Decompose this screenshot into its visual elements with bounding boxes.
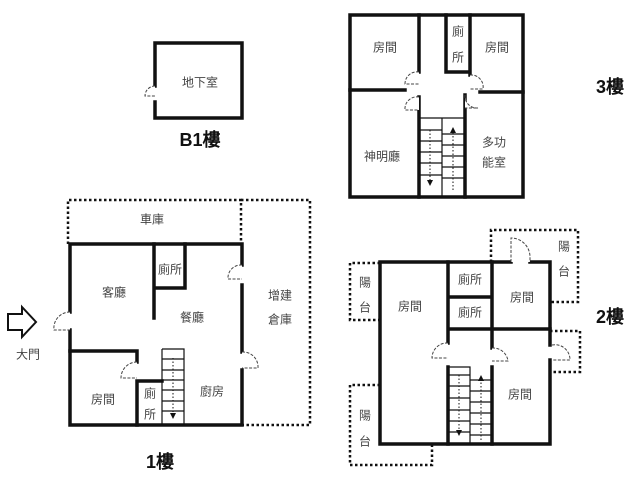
f2-balcony-bottom-left — [348, 383, 434, 467]
f1-bedroom-label: 房間 — [91, 392, 115, 407]
f1-outer-walls — [68, 242, 244, 427]
f1-kitchen-label: 廚房 — [200, 384, 224, 399]
f1-toilet-top-label: 廁所 — [158, 262, 182, 277]
f1-toilet-bottom-label-a: 廁 — [144, 386, 156, 401]
f3-door-1 — [404, 71, 420, 85]
f2-floor-title: 2樓 — [596, 306, 624, 327]
entrance-arrow-icon — [7, 304, 38, 340]
b1-walls — [153, 41, 244, 120]
f1-storage-label-a: 增建 — [268, 289, 292, 303]
f1-dining-label: 餐廳 — [180, 310, 204, 325]
f2-stairs — [448, 366, 492, 444]
f2-door-balcony-right — [551, 344, 571, 361]
f1-toilet-bottom-label-b: 所 — [144, 408, 156, 422]
f1-living-label: 客廳 — [102, 285, 126, 300]
floor-1: 車庫 廁所 客廳 餐廳 增建 倉庫 大門 房間 廁 所 廚房 1樓 — [7, 198, 312, 472]
f3-toilet-label-b: 所 — [452, 51, 464, 65]
b1-door — [144, 85, 156, 97]
f3-door-3 — [469, 74, 484, 90]
f2-bedroom-top-right-label: 房間 — [510, 290, 534, 305]
f2-balcony-top-right-label-b: 台 — [558, 264, 570, 279]
f2-balcony-bottom-label-a: 陽 — [359, 409, 371, 423]
f1-storage-label-b: 倉庫 — [268, 312, 292, 327]
f3-multipurpose-label-a: 多功 — [482, 136, 506, 150]
f2-inner-walls — [446, 260, 552, 446]
b1-floor-title: B1樓 — [179, 129, 220, 150]
f1-bedroom-door — [120, 361, 138, 379]
f2-bedroom-left-label: 房間 — [398, 299, 422, 314]
f1-stairs — [161, 348, 185, 425]
f2-balcony-top-right — [489, 228, 580, 304]
f3-stairs — [419, 117, 465, 197]
b1-basement-label: 地下室 — [182, 75, 218, 90]
f2-bedroom-bottom-right-label: 房間 — [508, 387, 532, 402]
f2-door-left — [431, 342, 449, 359]
floor-3: 房間 廁 所 房間 神明廳 多功 能室 3樓 — [348, 13, 624, 199]
f1-floor-title: 1樓 — [146, 451, 174, 472]
f3-inner-walls — [348, 13, 525, 199]
f2-balcony-top-left-label-b: 台 — [359, 300, 371, 315]
f1-storage-outline — [241, 198, 312, 427]
f2-balcony-top-right-label-a: 陽 — [558, 240, 570, 254]
f2-toilet-2-label: 廁所 — [458, 305, 482, 320]
f2-balcony-top-left — [348, 261, 380, 322]
f1-side-door-1 — [227, 264, 243, 280]
f3-shrine-label: 神明廳 — [364, 149, 400, 164]
f2-balcony-top-left-label-a: 陽 — [359, 276, 371, 290]
f2-door-right — [491, 347, 509, 362]
f2-balcony-right — [550, 329, 582, 374]
f3-floor-title: 3樓 — [596, 76, 624, 97]
f3-bedroom-right-label: 房間 — [485, 40, 509, 55]
f3-door-2 — [404, 96, 420, 111]
f1-entrance-label: 大門 — [16, 348, 40, 362]
f1-side-door-2 — [241, 351, 259, 369]
f3-door-4 — [464, 94, 479, 109]
f2-toilet-1-label: 廁所 — [458, 272, 482, 287]
f3-bedroom-left-label: 房間 — [373, 40, 397, 55]
floor-b1: 地下室 B1樓 — [144, 41, 244, 150]
f1-inner-walls — [68, 242, 187, 427]
f2-balcony-door — [510, 237, 531, 262]
f3-toilet-label-a: 廁 — [452, 24, 464, 39]
f2-balcony-bottom-label-b: 台 — [359, 434, 371, 449]
f2-outer-walls — [378, 260, 552, 446]
f1-garage-label: 車庫 — [140, 213, 164, 227]
f3-outer-wall — [348, 13, 525, 199]
f1-garage-outline — [66, 198, 243, 244]
f3-multipurpose-label-b: 能室 — [482, 155, 506, 170]
floor-2: 陽 台 陽 台 陽 台 房間 廁所 廁所 房間 房間 2樓 — [348, 228, 624, 467]
f1-main-door — [53, 311, 71, 331]
